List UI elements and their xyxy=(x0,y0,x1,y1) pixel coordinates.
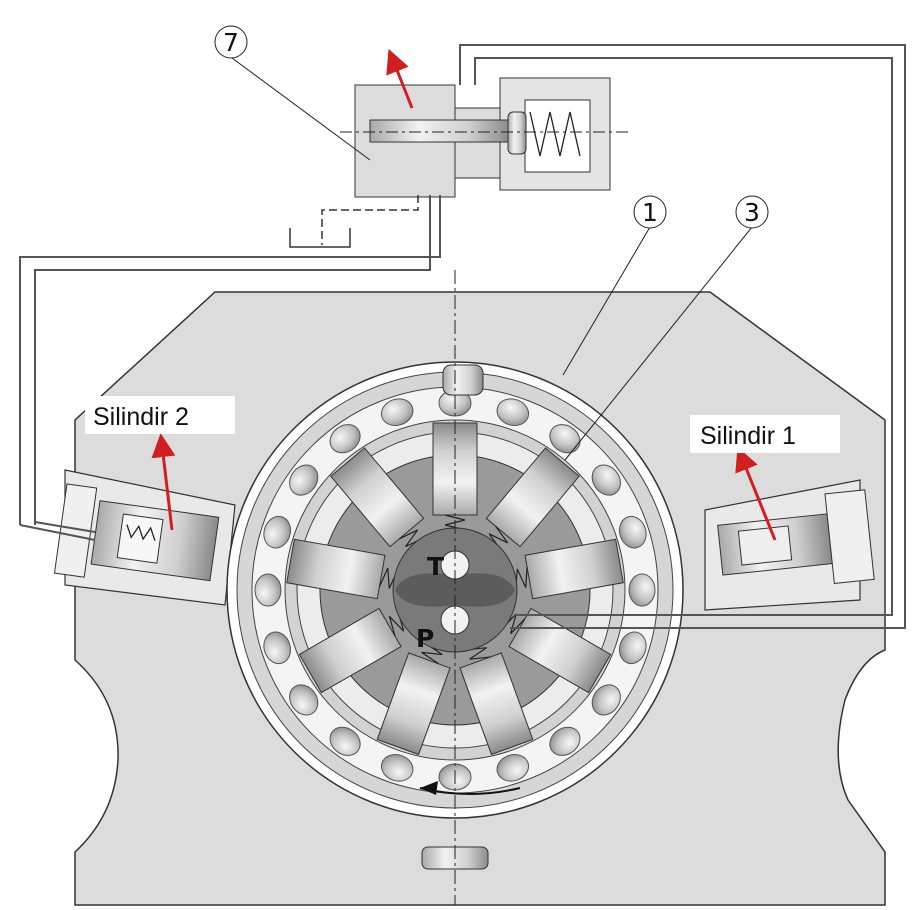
roller xyxy=(380,753,414,782)
leader-7 xyxy=(231,57,371,161)
callout-7: 7 xyxy=(223,28,239,57)
roller xyxy=(329,726,361,756)
valve-arrow xyxy=(386,48,414,109)
roller xyxy=(254,573,282,607)
roller xyxy=(380,398,414,427)
callout-1: 1 xyxy=(642,198,658,227)
silindir-1-arrow xyxy=(735,446,777,541)
cylinder-left xyxy=(53,483,220,582)
radial-pistons xyxy=(286,422,624,756)
silindir-1-label: Silindir 1 xyxy=(700,422,796,450)
roller xyxy=(263,631,292,665)
roller xyxy=(496,753,530,782)
radial-piston xyxy=(506,538,624,600)
roller xyxy=(329,424,361,454)
pilot-pipes xyxy=(19,44,906,629)
roller xyxy=(549,424,581,454)
port-p-label: P xyxy=(416,624,434,653)
roller xyxy=(289,684,319,716)
callout-3: 3 xyxy=(744,198,760,227)
callout-3-circle xyxy=(735,195,769,229)
roller xyxy=(591,684,621,716)
roller xyxy=(289,464,319,496)
silindir-2-label: Silindir 2 xyxy=(93,403,189,431)
roller xyxy=(628,573,656,607)
control-valve xyxy=(340,77,628,198)
roller xyxy=(618,631,647,665)
leader-3 xyxy=(564,226,753,461)
callout-7-circle xyxy=(214,25,248,59)
leader-1 xyxy=(562,226,651,376)
radial-piston xyxy=(482,447,580,552)
roller xyxy=(549,726,581,756)
roller-set xyxy=(254,389,656,791)
radial-piston xyxy=(298,607,413,694)
cylinder-right xyxy=(717,489,875,585)
radial-piston xyxy=(286,538,400,600)
roller xyxy=(496,398,530,427)
callout-1-circle xyxy=(633,195,667,229)
tank-drain xyxy=(289,195,419,248)
roller xyxy=(591,464,621,496)
port-t-label: T xyxy=(427,552,444,581)
roller xyxy=(618,515,647,549)
silindir-2-arrow xyxy=(151,433,176,531)
roller xyxy=(263,515,292,549)
